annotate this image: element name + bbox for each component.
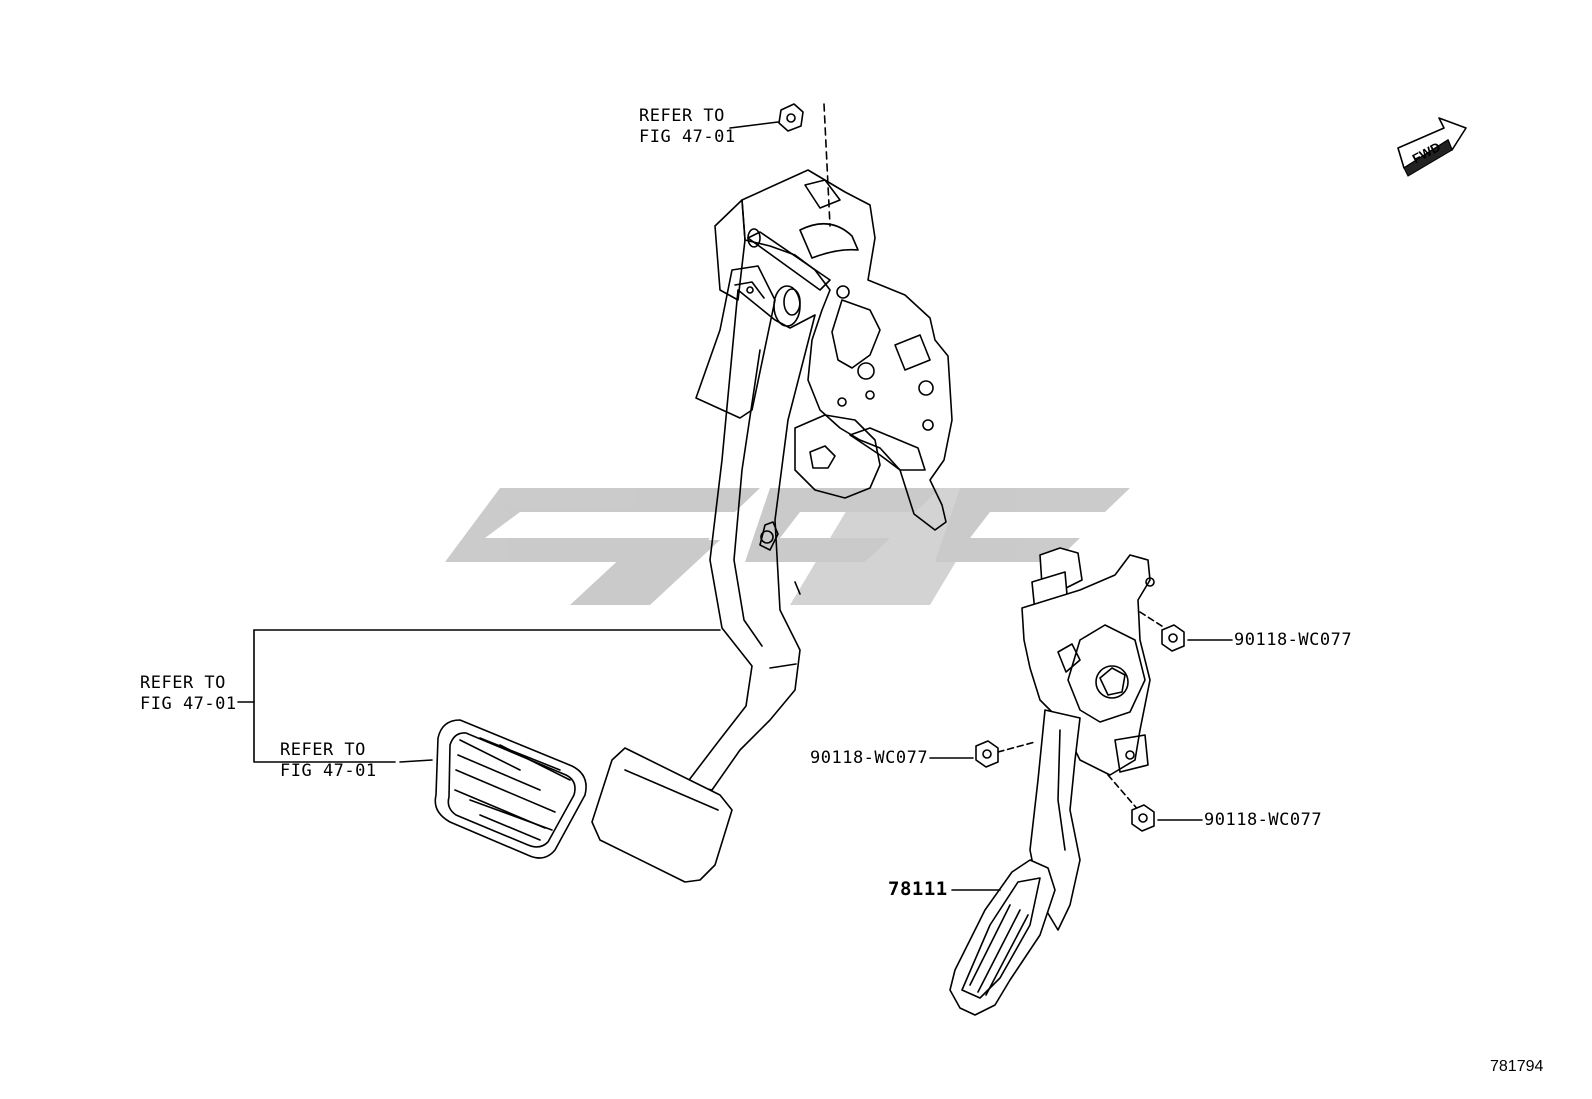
top-nut [729,103,804,132]
watermark-logo [445,488,1130,605]
part-label-nut-upper[interactable]: 90118-WC077 [1234,630,1353,650]
ref-top-line1: REFER TO [639,106,725,126]
stop-switch [794,414,926,499]
brake-pedal-bracket [714,169,953,531]
ref-label-pad: REFER TO FIG 47-01 [280,740,377,782]
part-label-nut-middle[interactable]: 90118-WC077 [810,748,929,768]
nut-lower [1131,804,1203,832]
ref-left-line2: FIG 47-01 [140,694,237,714]
accelerator-pad [949,859,1056,1016]
document-id: 781794 [1490,1058,1544,1075]
ref-pad-line1: REFER TO [280,740,366,760]
nut-dashed-leaders [997,611,1166,813]
ref-label-left: REFER TO FIG 47-01 [140,673,237,715]
ref-pad-line2: FIG 47-01 [280,761,377,781]
pad-cover [434,719,587,859]
ref-label-top: REFER TO FIG 47-01 [639,106,736,148]
part-label-nut-lower[interactable]: 90118-WC077 [1204,810,1323,830]
upper-pedal-pad [695,265,776,419]
reference-leader-lines [237,629,721,763]
fwd-arrow-icon: FWD [1397,117,1467,177]
brake-pedal-arm [685,289,816,791]
ref-top-line2: FIG 47-01 [639,127,736,147]
part-label-accel-pedal[interactable]: 78111 [888,878,948,900]
top-dashed-line [823,103,831,227]
ref-left-line1: REFER TO [140,673,226,693]
nut-middle [929,740,999,768]
brake-pedal-pad [591,747,733,883]
nut-upper [1161,624,1233,652]
